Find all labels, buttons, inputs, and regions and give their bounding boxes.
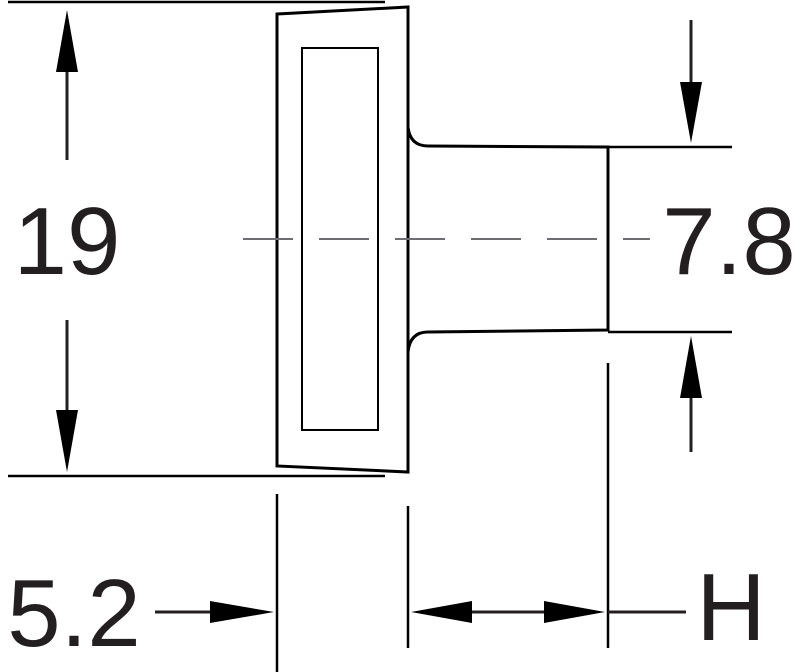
dimension-h-label: H bbox=[696, 554, 765, 661]
dimension-19-arrows bbox=[56, 10, 78, 472]
dimension-7-8-label: 7.8 bbox=[662, 188, 795, 295]
dimension-5-2-label: 5.2 bbox=[7, 560, 140, 667]
dimension-7-8-arrows bbox=[680, 20, 702, 452]
dimension-5-2-arrow bbox=[155, 601, 274, 623]
shaft-outline bbox=[406, 126, 610, 353]
knob-head-outline bbox=[275, 5, 410, 474]
dimension-19-label: 19 bbox=[14, 188, 121, 295]
knob-inner-slot bbox=[301, 47, 379, 431]
dimension-h-arrow bbox=[411, 601, 686, 623]
